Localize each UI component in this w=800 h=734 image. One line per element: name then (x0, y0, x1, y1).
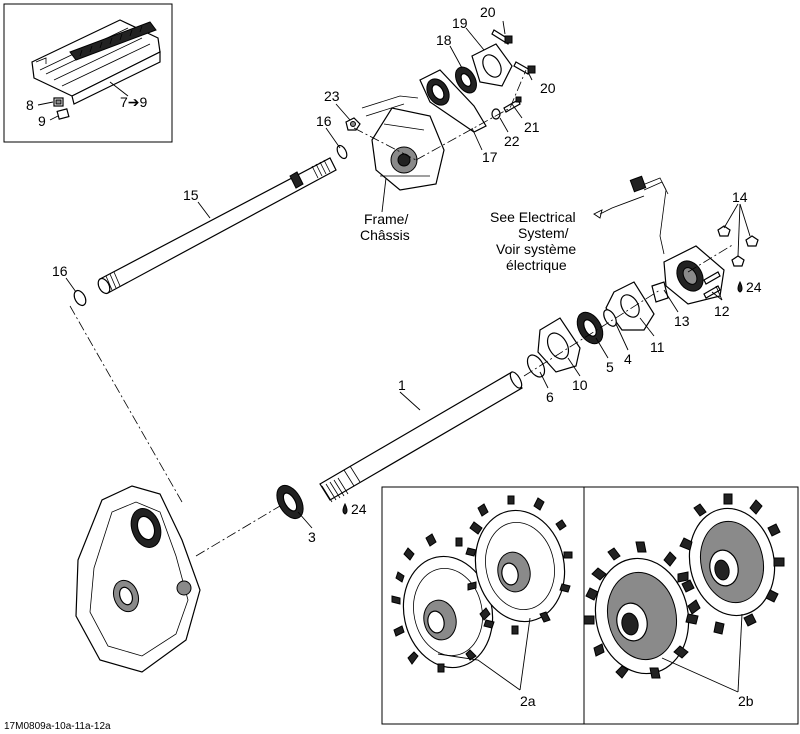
bolt-20-top (491, 29, 513, 45)
callout-18: 18 (436, 32, 452, 48)
callout-24-right: 24 (746, 279, 762, 295)
callout-14: 14 (732, 189, 748, 205)
frame-chassis (361, 95, 445, 191)
callout-23: 23 (324, 88, 340, 104)
chaincase-housing (75, 485, 201, 673)
callout-13: 13 (674, 313, 690, 329)
callout-1: 1 (398, 377, 406, 393)
sprocket-2b-back (677, 493, 785, 635)
drive-shaft-1 (319, 371, 523, 503)
nut-23 (345, 117, 361, 131)
callout-17: 17 (482, 149, 498, 165)
speed-sensor-wire (629, 175, 669, 255)
centerlines (69, 69, 735, 557)
sprocket-2a-back (465, 495, 573, 635)
callout-2a: 2a (520, 693, 536, 709)
leader-lines (65, 20, 751, 693)
upper-drive-shaft (97, 157, 337, 295)
callout-10: 10 (572, 377, 588, 393)
sprocket-box (381, 486, 799, 725)
track-clip-8 (53, 97, 64, 107)
washer-4 (603, 309, 617, 327)
callout-19: 19 (452, 15, 468, 31)
washer-22 (491, 108, 501, 120)
track-illustration (31, 19, 161, 105)
callout-3: 3 (308, 529, 316, 545)
callout-5: 5 (606, 359, 614, 375)
nut-14-a (717, 225, 731, 237)
callout-20-top: 20 (480, 4, 496, 20)
electrical-note-line3: Voir système (496, 241, 576, 257)
bearing-plate-17 (419, 69, 487, 133)
o-ring-16-top (336, 144, 348, 160)
callout-16-left: 16 (52, 263, 68, 279)
callout-4: 4 (624, 351, 632, 367)
callout-20-right: 20 (540, 80, 556, 96)
callout-7-9: 7➔9 (120, 94, 148, 110)
frame-label-line1: Frame/ (364, 211, 408, 227)
cover-plate-11 (605, 281, 655, 331)
frame-label-line2: Châssis (360, 227, 410, 243)
sprocket-2b-front (583, 541, 699, 679)
cover-plate-19 (471, 43, 513, 87)
seal-3 (276, 484, 304, 520)
nut-14-c (731, 255, 745, 267)
o-ring-16-left (73, 289, 87, 307)
callout-8: 8 (26, 97, 34, 113)
callout-15: 15 (183, 187, 199, 203)
callout-11: 11 (650, 339, 665, 355)
lubricant-drop-icon-right (737, 280, 743, 293)
electrical-note-line4: électrique (506, 257, 567, 273)
callout-22: 22 (504, 133, 520, 149)
callout-2b: 2b (738, 693, 754, 709)
callout-12: 12 (714, 303, 730, 319)
electrical-note-line1: See Electrical (490, 209, 576, 225)
nut-14-b (745, 235, 759, 247)
track-stud-9 (56, 108, 70, 120)
callout-24-bottom: 24 (351, 501, 367, 517)
callout-21: 21 (524, 119, 540, 135)
lubricant-drop-icon-bottom (342, 502, 348, 515)
bolt-20-right (513, 61, 536, 75)
track-inset: 8 9 7➔9 (3, 3, 173, 143)
callout-9: 9 (38, 113, 46, 129)
bolt-21 (503, 96, 522, 113)
electrical-note-line2: System/ (518, 225, 569, 241)
callout-16-top: 16 (316, 113, 332, 129)
bearing-plate-10 (537, 317, 581, 373)
diagram-code: 17M0809a-10a-11a-12a (4, 721, 111, 732)
sensor-housing-13 (651, 245, 725, 305)
callout-6: 6 (546, 389, 554, 405)
